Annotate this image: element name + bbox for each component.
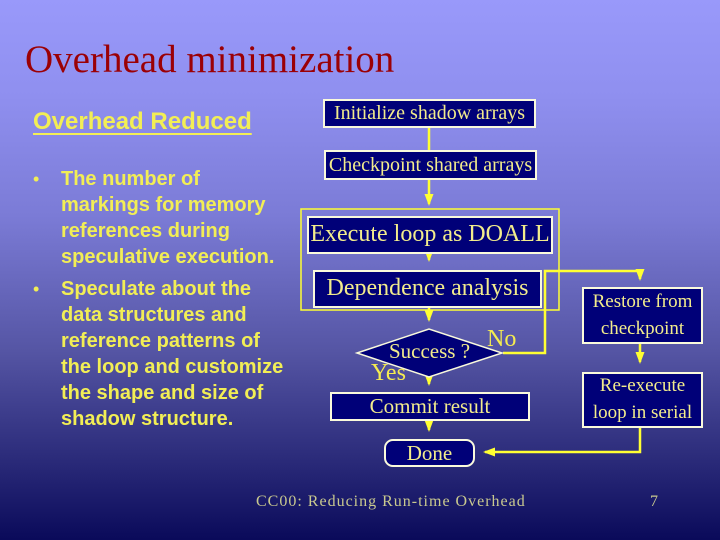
bullet-list: • The number of markings for memory refe… [33, 166, 295, 438]
node-dependence-analysis: Dependence analysis [313, 270, 542, 308]
node-checkpoint-shared-arrays: Checkpoint shared arrays [324, 150, 537, 180]
node-success-decision-label: Success ? [388, 339, 471, 363]
branch-label-yes: Yes [371, 360, 406, 386]
footer-title: CC00: Reducing Run-time Overhead [256, 493, 526, 510]
arrow-reexecute-to-done [483, 428, 642, 457]
node-initialize-shadow-arrays: Initialize shadow arrays [323, 99, 536, 128]
list-item: • The number of markings for memory refe… [33, 166, 295, 270]
bullet-icon: • [33, 169, 40, 189]
node-execute-loop-as-doall: Execute loop as DOALL [307, 216, 553, 254]
slide-page-number: 7 [650, 493, 658, 510]
left-panel-heading: Overhead Reduced [33, 108, 252, 135]
bullet-icon: • [33, 279, 40, 299]
list-item: • Speculate about the data structures an… [33, 276, 295, 432]
node-done: Done [384, 439, 475, 467]
node-restore-from-checkpoint: Restore from checkpoint [582, 287, 703, 344]
slide-title: Overhead minimization [25, 38, 395, 81]
branch-label-no: No [487, 326, 517, 352]
node-reexecute-loop-in-serial: Re-execute loop in serial [582, 372, 703, 428]
node-commit-result: Commit result [330, 392, 530, 421]
bullet-text: Speculate about the data structures and … [61, 278, 284, 430]
bullet-text: The number of markings for memory refere… [61, 168, 275, 268]
